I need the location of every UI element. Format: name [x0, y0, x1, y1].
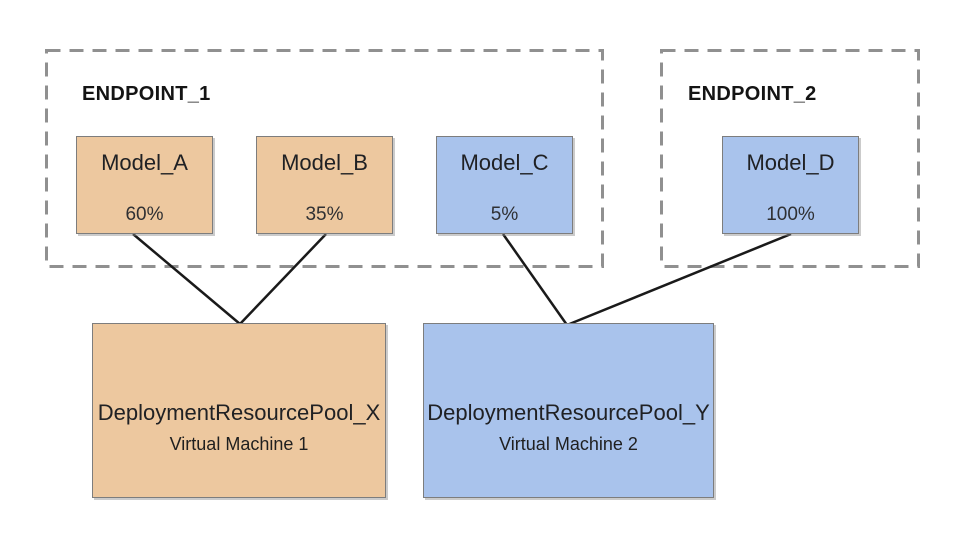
endpoint-2-label: ENDPOINT_2 [688, 83, 817, 105]
connector-model-c-to-pool-y [501, 233, 569, 326]
model-d-name: Model_D [746, 150, 835, 175]
connector-model-d-to-pool-y [566, 232, 792, 327]
model-c-name: Model_C [460, 150, 549, 175]
pool-y-machine: Virtual Machine 2 [499, 434, 638, 454]
model-a-box: Model_A 60% [76, 136, 213, 234]
pool-x-name: DeploymentResourcePool_X [97, 400, 381, 425]
model-a-name: Model_A [101, 150, 188, 175]
endpoint-1-label: ENDPOINT_1 [82, 83, 211, 105]
deployment-resource-pool-y-box: DeploymentResourcePool_Y Virtual Machine… [423, 323, 714, 498]
connector-model-b-to-pool-x [239, 233, 327, 325]
pool-y-name: DeploymentResourcePool_Y [427, 400, 710, 425]
model-b-box: Model_B 35% [256, 136, 393, 234]
pool-x-text: DeploymentResourcePool_X Virtual Machine… [93, 400, 385, 455]
model-b-name: Model_B [281, 150, 368, 175]
model-d-box: Model_D 100% [722, 136, 859, 234]
deployment-resource-pool-x-box: DeploymentResourcePool_X Virtual Machine… [92, 323, 386, 498]
model-a-traffic-percent: 60% [125, 204, 164, 225]
model-c-traffic-percent: 5% [490, 204, 519, 225]
model-b-traffic-percent: 35% [305, 204, 344, 225]
pool-y-text: DeploymentResourcePool_Y Virtual Machine… [424, 400, 713, 455]
connector-model-a-to-pool-x [132, 233, 241, 325]
model-c-box: Model_C 5% [436, 136, 573, 234]
pool-x-machine: Virtual Machine 1 [169, 434, 309, 454]
model-d-traffic-percent: 100% [766, 204, 815, 225]
